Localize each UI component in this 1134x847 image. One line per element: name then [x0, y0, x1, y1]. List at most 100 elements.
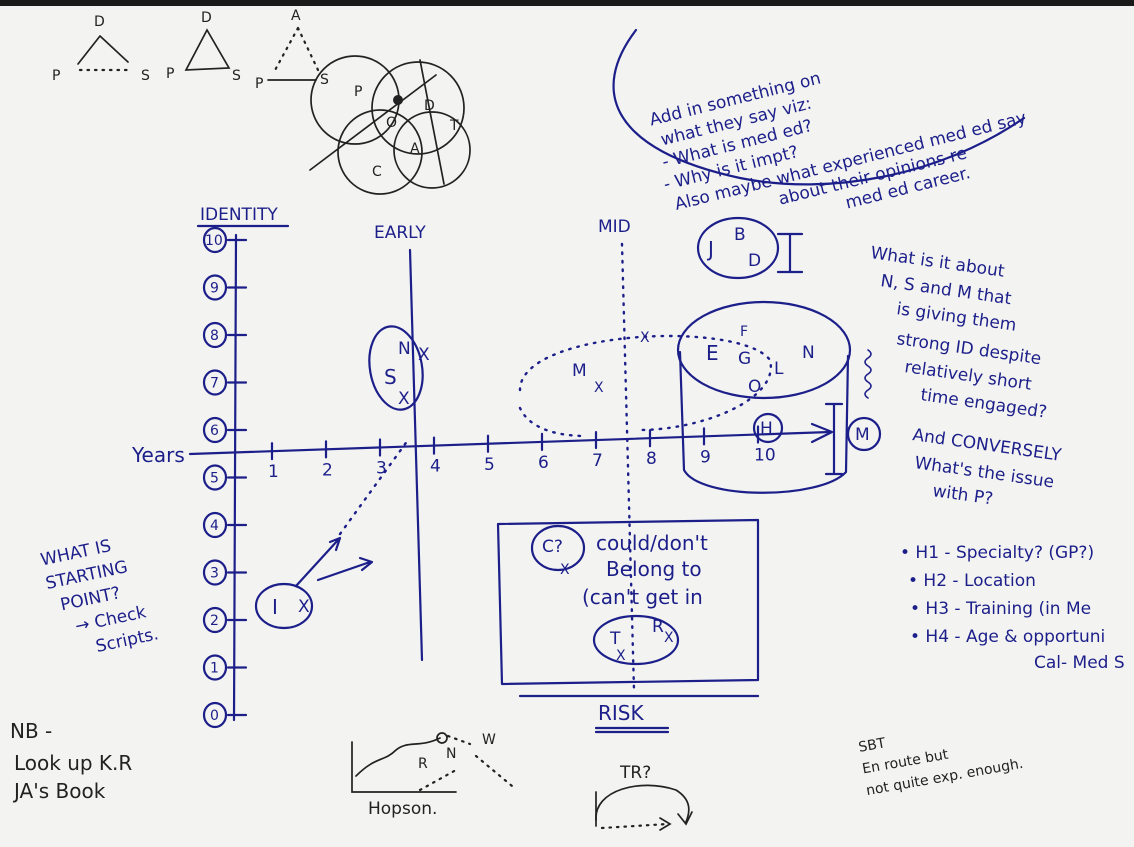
y-tick-circle [202, 464, 228, 491]
early-letter: S [384, 365, 397, 389]
x-tick-label: 7 [592, 451, 603, 471]
y-tick-label: 1 [210, 661, 219, 677]
venn-diagram: P D C T A O [309, 55, 471, 195]
start-mark: X [298, 597, 310, 617]
y-tick-label: 9 [210, 281, 219, 297]
nb-note: NB - Look up K.R JA's Book [10, 719, 132, 803]
y-tick-circle [202, 321, 228, 349]
venn-label: D [424, 98, 435, 114]
x-tick-label: 8 [646, 449, 657, 469]
mid-mark: X [594, 380, 604, 396]
hopson-letter: N [446, 746, 456, 762]
jbd-letter: J [706, 237, 714, 261]
y-tick-label: 0 [210, 708, 219, 724]
y-tick-label: 7 [210, 376, 219, 392]
box-c-mark: X [560, 562, 570, 578]
late-letter: N [802, 343, 815, 363]
mid-label: MID [598, 217, 631, 237]
y-tick-circle [202, 654, 228, 681]
x-tick-group: 1 2 3 4 5 6 7 8 9 10 [268, 425, 776, 482]
h-letter: H [760, 419, 773, 439]
starting-cluster: I X [254, 438, 410, 630]
y-axis-label: IDENTITY [200, 205, 278, 225]
x-tick-label: 5 [484, 455, 495, 475]
box-line: Belong to [606, 557, 702, 581]
venn-label: A [410, 141, 420, 157]
hopson-letter: R [418, 756, 428, 772]
mid-letter: M [572, 361, 587, 381]
y-tick-label: 4 [210, 518, 219, 534]
y-tick-label: 3 [210, 566, 219, 582]
hopson-label: Hopson. [368, 799, 437, 819]
jbd-letter: B [734, 225, 746, 245]
triangle-3-top: A [291, 8, 301, 24]
y-tick-circle [202, 416, 228, 444]
late-letter: G [738, 349, 751, 369]
venn-label: C [372, 164, 382, 180]
y-tick-label: 2 [210, 613, 219, 629]
late-letter: L [774, 359, 784, 379]
triangle-1-left: P [52, 68, 60, 84]
risk-label: RISK [598, 701, 644, 725]
x-tick-label: 10 [754, 445, 776, 465]
risk-label-group: RISK [518, 694, 760, 734]
mid-mark: X [640, 330, 650, 346]
x-tick-label: 1 [268, 462, 279, 482]
jbd-cluster: J B D [696, 216, 804, 280]
sbt-line: SBT [857, 735, 887, 756]
triangle-3-left: P [255, 76, 263, 92]
y-tick-circle [202, 701, 228, 729]
late-letter: O [748, 377, 761, 397]
y-tick-circle [202, 226, 228, 254]
hypothesis-item: • H1 - Specialty? (GP?) [900, 543, 1094, 563]
box-line: (can't get in [582, 585, 703, 609]
x-tick-label: 3 [376, 458, 387, 478]
venn-label: T [449, 118, 459, 134]
triangle-1-right: S [141, 68, 150, 84]
nb-line: JA's Book [12, 779, 106, 803]
venn-label: O [386, 115, 397, 131]
x-axis-label: Years [131, 443, 185, 467]
y-tick-circle [202, 559, 228, 586]
hypothesis-item: • H3 - Training (in Me [910, 599, 1091, 619]
y-tick-circle [202, 606, 228, 634]
nb-line: NB - [10, 719, 52, 743]
tr-label: TR? [619, 763, 651, 783]
box-inner-letter: R [652, 617, 664, 637]
early-letter: N [398, 339, 411, 359]
nb-line: Look up K.R [14, 751, 132, 775]
mid-cluster: M X X [518, 330, 773, 438]
box-inner-letter: T [609, 629, 621, 649]
y-tick-label: 6 [210, 423, 219, 439]
box-inner-mark: X [616, 648, 626, 664]
y-tick-circle [202, 511, 228, 539]
x-tick-label: 6 [538, 453, 549, 473]
tr-sketch: TR? [595, 763, 693, 831]
x-tick-label: 9 [700, 447, 711, 467]
y-tick-label: 5 [210, 471, 219, 487]
early-mark: X [418, 345, 430, 365]
x-tick-label: 4 [430, 457, 441, 477]
box-line: could/don't [596, 531, 708, 555]
triangle-1-top: D [94, 14, 105, 30]
triangle-3-right: S [320, 72, 329, 88]
jbd-letter: D [748, 251, 761, 271]
triangle-2-right: S [232, 68, 241, 84]
late-letter: E [706, 341, 719, 365]
y-tick-circle [202, 274, 228, 301]
early-cluster: N S X X [368, 325, 430, 411]
box-c-letter: C? [542, 537, 563, 557]
hypothesis-item: Cal- Med S [1034, 653, 1125, 673]
start-letter: I [272, 595, 278, 619]
phase-early: EARLY [374, 223, 426, 662]
belonging-box: C? X could/don't Belong to (can't get in… [496, 518, 760, 686]
x-tick-label: 2 [322, 460, 333, 480]
hypotheses-list: • H1 - Specialty? (GP?) • H2 - Location … [900, 543, 1125, 673]
early-label: EARLY [374, 223, 426, 243]
late-letter: F [740, 324, 748, 340]
hopson-letter: W [482, 732, 496, 748]
y-tick-label: 8 [210, 328, 219, 344]
y-tick-circle [202, 369, 228, 396]
